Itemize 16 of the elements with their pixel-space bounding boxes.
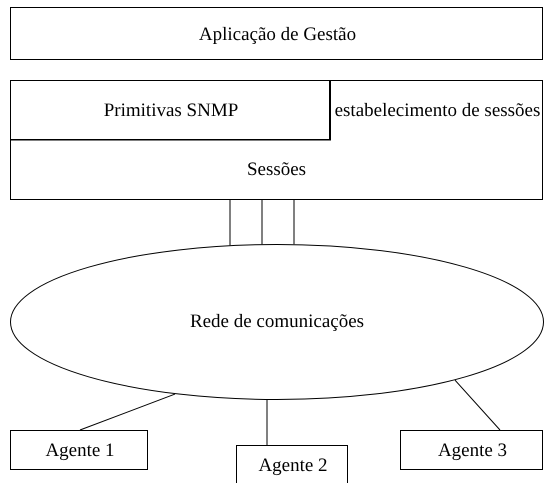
process-box [10, 430, 148, 470]
node-label: Aplicação de Gestão [198, 24, 356, 46]
process-box [10, 80, 330, 140]
connector-line [454, 380, 500, 430]
connector-line [80, 394, 176, 430]
node-label: Rede de comunicações [190, 311, 364, 333]
node-label: Primitivas SNMP [104, 100, 238, 122]
node-label: estabelecimento de sessões [334, 100, 540, 122]
node-label: Sessões [246, 159, 306, 181]
node-label: Agente 3 [438, 440, 508, 462]
connector-line [266, 399, 268, 446]
process-box [236, 445, 348, 483]
process-box [400, 430, 543, 470]
node-label: Agente 1 [45, 440, 115, 462]
process-box [10, 7, 543, 60]
node-label: Agente 2 [258, 455, 328, 477]
